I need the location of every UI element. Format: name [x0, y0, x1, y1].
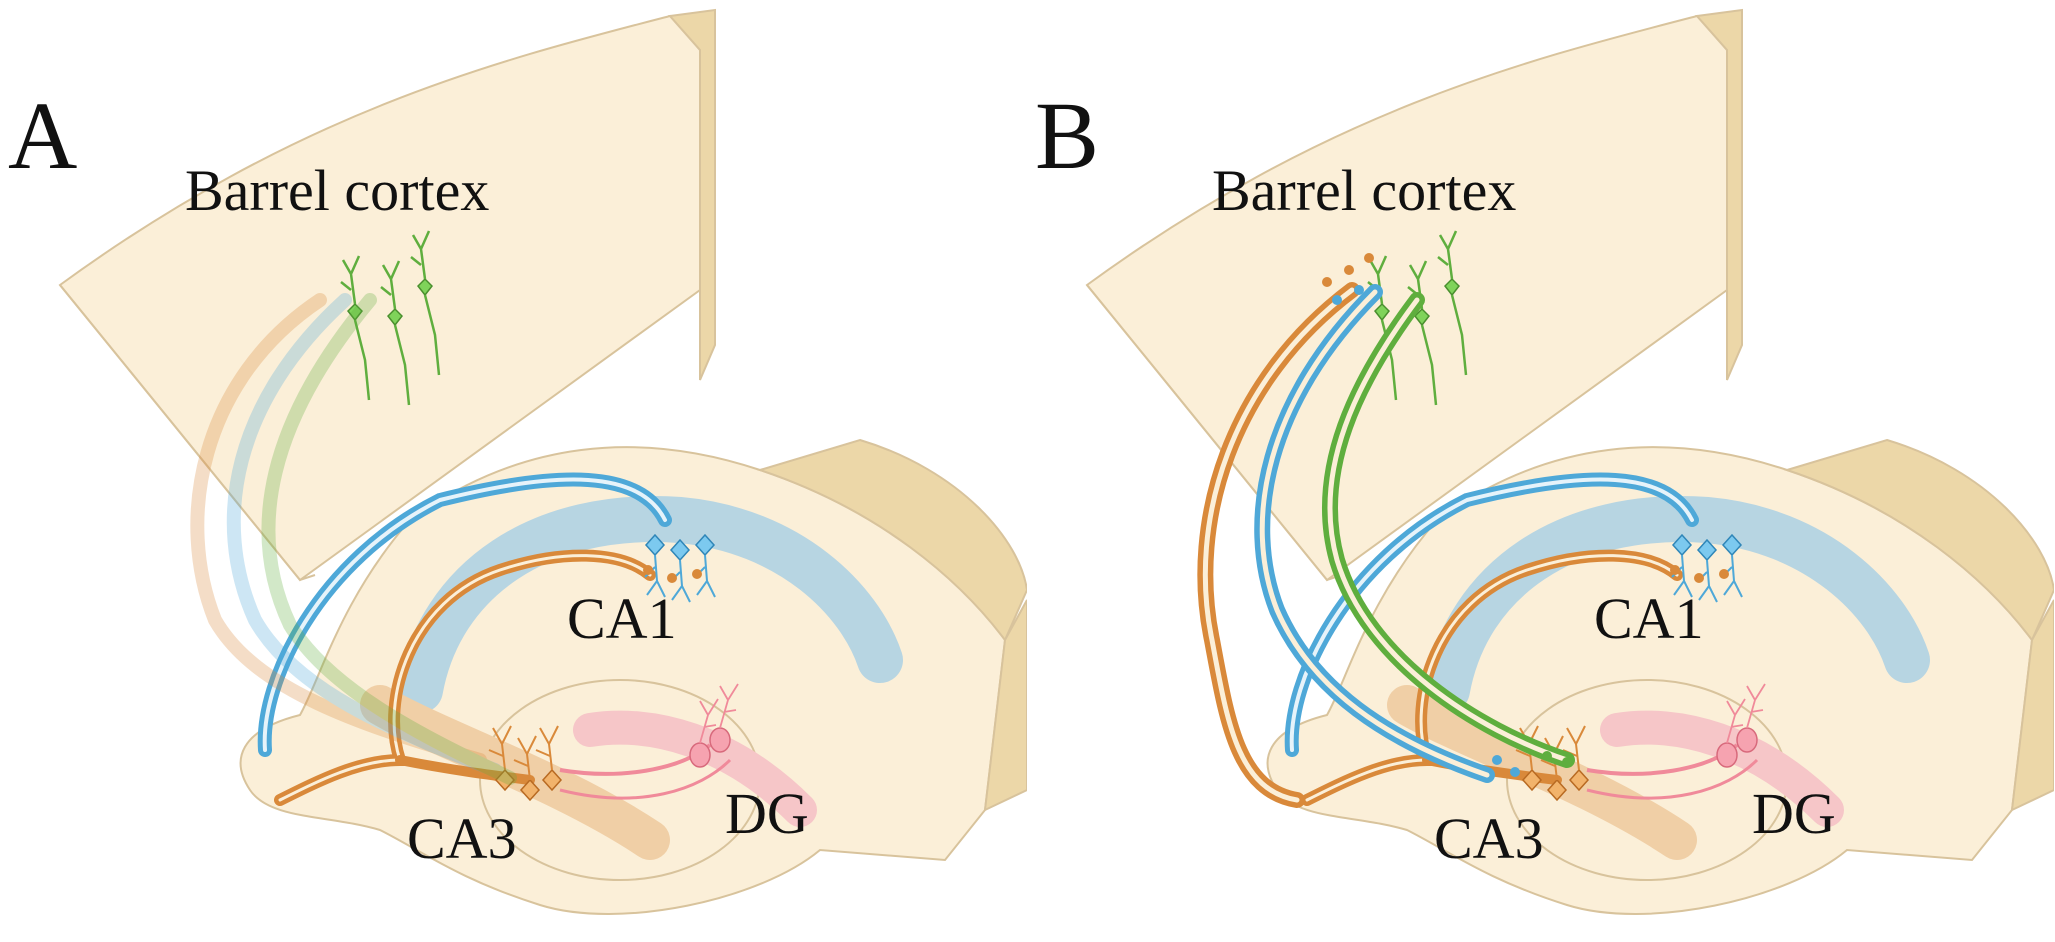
dg-label-b: DG	[1752, 781, 1836, 846]
synapse-dots	[1322, 253, 1572, 777]
faded-green-pathway	[261, 293, 517, 785]
ca3-label-b: CA3	[1434, 806, 1544, 871]
green-pathway	[1322, 292, 1575, 768]
ca1-label-a: CA1	[567, 586, 677, 651]
diagram-b	[1027, 0, 2054, 942]
orange-pathway	[1197, 282, 1360, 808]
dg-label-a: DG	[725, 781, 809, 846]
ca3-label-a: CA3	[407, 806, 517, 871]
panel-letter-b: B	[1035, 82, 1100, 189]
panel-letter-a: A	[8, 82, 78, 189]
panel-b: B Barrel cortex CA1 CA3 DG	[1027, 0, 2054, 942]
panel-a: A Barrel cortex CA1 CA3 DG	[0, 0, 1027, 942]
faded-orange-pathway	[190, 293, 487, 767]
blue-pathway	[1254, 284, 1495, 783]
diagram-a	[0, 0, 1027, 942]
barrel-cortex-label-a: Barrel cortex	[185, 158, 490, 223]
faded-pathways	[190, 293, 517, 785]
barrel-cortex-label-b: Barrel cortex	[1212, 158, 1517, 223]
active-pathways	[1197, 253, 1575, 808]
ca1-label-b: CA1	[1594, 586, 1704, 651]
faded-blue-pathway	[226, 293, 502, 777]
